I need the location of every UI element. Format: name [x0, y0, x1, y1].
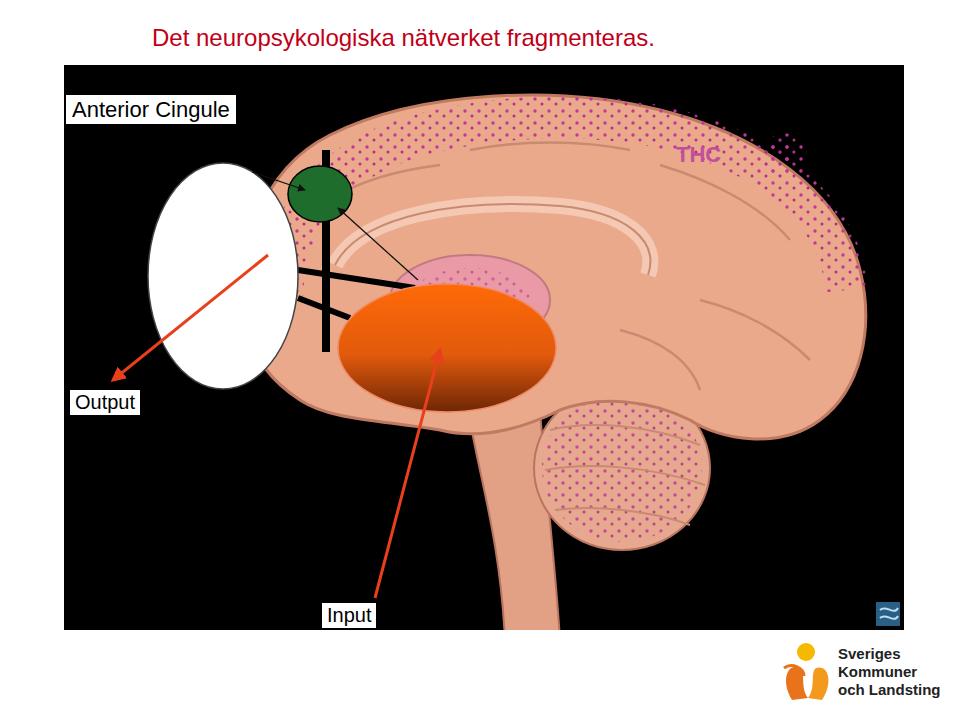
- logo-text: Kommuner: [838, 663, 917, 680]
- thin-arrows: [252, 172, 418, 280]
- substance-label: THC: [676, 142, 721, 167]
- limbic-ellipse: [338, 284, 556, 412]
- output-label: Output: [70, 390, 140, 415]
- io-arrows: [113, 255, 440, 598]
- region-label: Anterior Cingule: [66, 95, 236, 124]
- brain: [246, 95, 866, 630]
- logo-text: Sveriges: [838, 645, 901, 662]
- logo-text: och Landsting: [838, 681, 941, 698]
- thc-dots: [763, 133, 807, 177]
- frontal-ellipse: [148, 163, 298, 389]
- corner-icon: [876, 602, 900, 626]
- slide-title: Det neuropsykologiska nätverket fragment…: [152, 24, 655, 52]
- black-panel: [64, 65, 904, 630]
- input-label: Input: [322, 603, 376, 628]
- cingulate-circle: [288, 166, 352, 222]
- logo-symbol: [784, 643, 829, 700]
